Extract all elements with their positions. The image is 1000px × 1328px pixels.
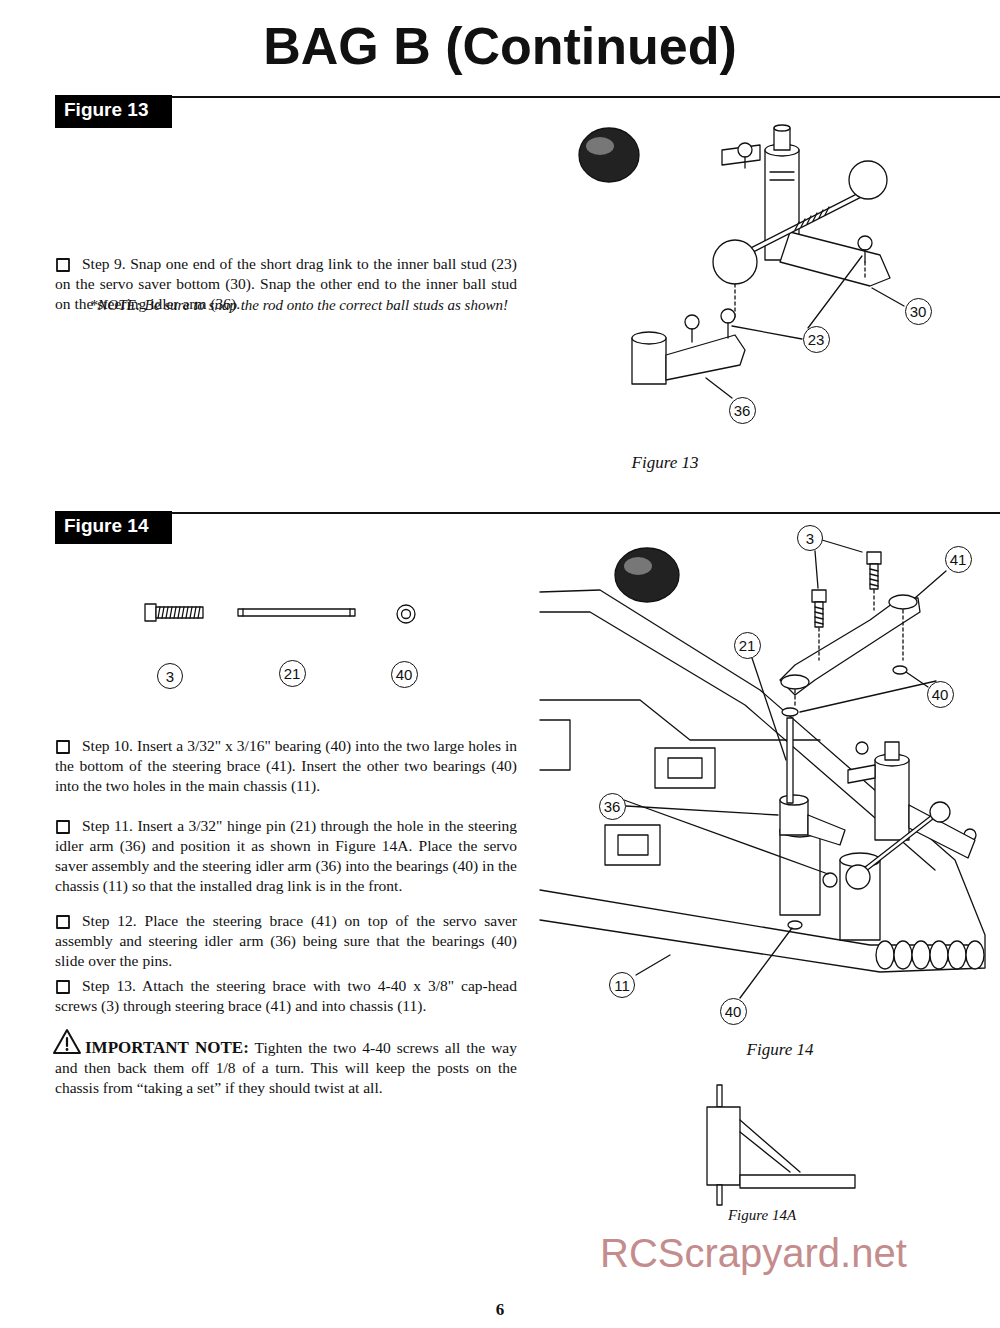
callout-number: 3 bbox=[797, 525, 823, 551]
figure-caption: Figure 13 bbox=[600, 453, 730, 473]
callout-text: 40 bbox=[725, 1003, 742, 1020]
step-text: Step 11. Insert a 3/32" hinge pin (21) t… bbox=[55, 816, 517, 896]
callout-text: 3 bbox=[166, 668, 174, 685]
callout-text: 21 bbox=[284, 665, 301, 682]
figure-header: Figure 13 bbox=[55, 95, 172, 128]
figure-header-text: Figure 14 bbox=[64, 515, 148, 536]
note-text: *NOTE: Be sure to snap the rod onto the … bbox=[90, 296, 520, 315]
figure-caption: Figure 14 bbox=[720, 1040, 840, 1060]
callout-text: 36 bbox=[734, 402, 751, 419]
step-text: Step 13. Attach the steering brace with … bbox=[55, 976, 517, 1016]
step-text: Step 10. Insert a 3/32" x 3/16" bearing … bbox=[55, 736, 517, 796]
callout-number: 30 bbox=[905, 298, 932, 325]
callout-text: 41 bbox=[950, 551, 967, 568]
callout-text: 40 bbox=[932, 686, 949, 703]
page-title: BAG B (Continued) bbox=[0, 14, 1000, 78]
callout-text: 11 bbox=[614, 977, 630, 994]
callout-number: 36 bbox=[599, 793, 626, 820]
callout-number: 3 bbox=[157, 663, 183, 689]
figure-caption: Figure 14A bbox=[712, 1207, 812, 1224]
callout-number: 36 bbox=[729, 397, 756, 424]
callout-text: 23 bbox=[808, 331, 825, 348]
figure-header-text: Figure 13 bbox=[64, 99, 148, 120]
callout-text: 21 bbox=[739, 637, 756, 654]
callout-text: 40 bbox=[396, 666, 413, 683]
watermark: RCScrapyard.net bbox=[600, 1230, 970, 1276]
step-text: Step 12. Place the steering brace (41) o… bbox=[55, 911, 517, 971]
callout-text: 36 bbox=[604, 798, 621, 815]
callout-number: 40 bbox=[720, 998, 747, 1025]
callout-text: 3 bbox=[806, 530, 814, 547]
callout-number: 21 bbox=[734, 632, 761, 659]
figure-header: Figure 14 bbox=[55, 511, 172, 544]
callout-number: 41 bbox=[945, 546, 972, 573]
callout-number: 21 bbox=[279, 660, 306, 687]
callout-text: 30 bbox=[910, 303, 927, 320]
page-number: 6 bbox=[470, 1300, 530, 1320]
callout-number: 23 bbox=[803, 326, 830, 353]
callout-number: 11 bbox=[609, 972, 635, 998]
callout-number: 40 bbox=[927, 681, 954, 708]
important-heading: IMPORTANT NOTE: bbox=[85, 1038, 249, 1057]
callout-number: 40 bbox=[391, 661, 418, 688]
important-note: IMPORTANT NOTE: Tighten the two 4-40 scr… bbox=[55, 1038, 517, 1098]
